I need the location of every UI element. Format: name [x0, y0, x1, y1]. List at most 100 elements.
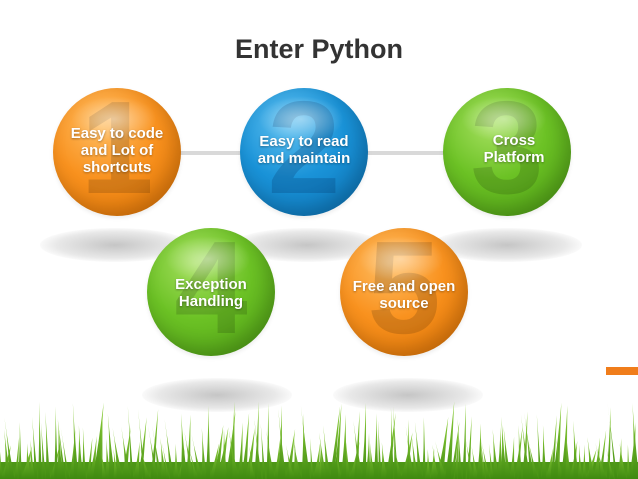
grass-blade: [626, 444, 630, 479]
grass-blade: [514, 426, 523, 479]
grass-blade: [221, 429, 227, 479]
grass-blade: [213, 425, 224, 479]
grass-blade: [390, 407, 394, 479]
grass-blade: [545, 448, 554, 479]
grass-blade: [76, 425, 84, 479]
grass-blade: [444, 401, 455, 479]
grass-blade: [107, 413, 116, 479]
grass-blade: [365, 432, 371, 479]
grass-blade: [414, 421, 423, 479]
grass-blade: [520, 414, 531, 479]
grass-blade: [209, 443, 220, 479]
grass-blade: [481, 442, 491, 479]
grass-blade: [18, 422, 22, 479]
grass-blade: [577, 444, 583, 479]
grass-blade: [488, 443, 494, 479]
grass-blade: [406, 419, 410, 479]
grass-blade: [173, 443, 179, 479]
grass-blade: [430, 448, 435, 479]
grass-blade: [317, 447, 323, 479]
grass-blade: [285, 444, 295, 479]
step-1-label: Easy to code and Lot of shortcuts: [70, 125, 164, 176]
grass-blade: [127, 405, 134, 479]
grass-blade: [241, 412, 250, 479]
grass-blade: [278, 409, 287, 479]
grass-blade: [205, 405, 211, 479]
grass-blade: [373, 413, 379, 479]
grass-blade: [556, 438, 563, 479]
connector-line-1-2: [160, 151, 250, 155]
grass-blade: [329, 406, 341, 479]
grass-blade: [501, 416, 507, 479]
grass-blade: [385, 412, 396, 479]
grass-blade: [201, 427, 207, 479]
grass-blade: [228, 427, 240, 479]
grass-blade: [100, 447, 107, 479]
grass-blade: [92, 402, 104, 479]
step-5-circle: 5 Free and open source: [340, 228, 468, 356]
grass-blade: [69, 429, 76, 479]
grass-blade: [56, 420, 64, 479]
grass-blade: [277, 405, 283, 479]
grass-blade: [32, 416, 38, 479]
grass-blade: [593, 437, 601, 479]
grass-blade: [606, 448, 615, 479]
grass-blade: [481, 444, 486, 479]
grass-blade: [293, 436, 299, 479]
grass-decoration: [0, 401, 638, 479]
grass-blade: [97, 413, 103, 479]
grass-blade: [466, 416, 472, 479]
step-2-label: Easy to read and maintain: [257, 133, 351, 167]
grass-blade: [38, 401, 42, 479]
grass-blade: [112, 427, 124, 479]
grass-blade: [462, 403, 466, 479]
grass-blade: [476, 423, 484, 479]
grass-blade: [54, 406, 58, 479]
grass-blade: [496, 426, 504, 479]
grass-blade: [24, 443, 32, 479]
grass-blade: [619, 443, 627, 479]
grass-blade: [260, 423, 266, 479]
grass-blade: [184, 431, 196, 479]
grass-blade: [160, 437, 168, 479]
grass-blade: [300, 405, 311, 479]
step-1-circle: 1 Easy to code and Lot of shortcuts: [53, 88, 181, 216]
grass-blade: [465, 437, 475, 479]
grass-blade: [340, 414, 348, 479]
grass-blade: [45, 411, 51, 479]
grass-blade: [319, 432, 327, 479]
connector-line-2-3: [365, 151, 460, 155]
accent-bar: [606, 367, 638, 375]
grass-blade: [0, 451, 3, 479]
grass-blade: [349, 441, 360, 479]
grass-blade: [457, 418, 463, 479]
grass-blade: [312, 442, 321, 479]
grass-blade: [310, 438, 314, 479]
grass-blade: [4, 429, 12, 479]
grass-blade: [353, 420, 363, 479]
grass-blade: [425, 448, 431, 479]
grass-blade: [40, 422, 46, 479]
grass-blade: [606, 407, 611, 479]
grass-blade: [524, 412, 535, 479]
grass-blade: [422, 417, 426, 479]
grass-blade: [191, 434, 203, 479]
grass-blade: [518, 425, 522, 479]
grass-blade: [435, 440, 448, 479]
grass-blade: [411, 434, 419, 479]
grass-blade: [503, 426, 512, 479]
grass-blade: [380, 442, 388, 479]
step-4-label: Exception Handling: [175, 276, 247, 310]
step-5-shadow: [333, 378, 483, 412]
page-title: Enter Python: [234, 34, 403, 64]
grass-blade: [492, 429, 500, 479]
grass-blade: [405, 426, 415, 479]
grass-blade: [105, 438, 111, 479]
grass-blade: [81, 427, 87, 479]
grass-blade: [254, 416, 262, 479]
grass-blade: [86, 437, 93, 479]
grass-blade: [237, 422, 243, 479]
grass-blade: [454, 434, 459, 479]
grass-blade: [245, 427, 255, 479]
grass-blade: [345, 435, 351, 479]
